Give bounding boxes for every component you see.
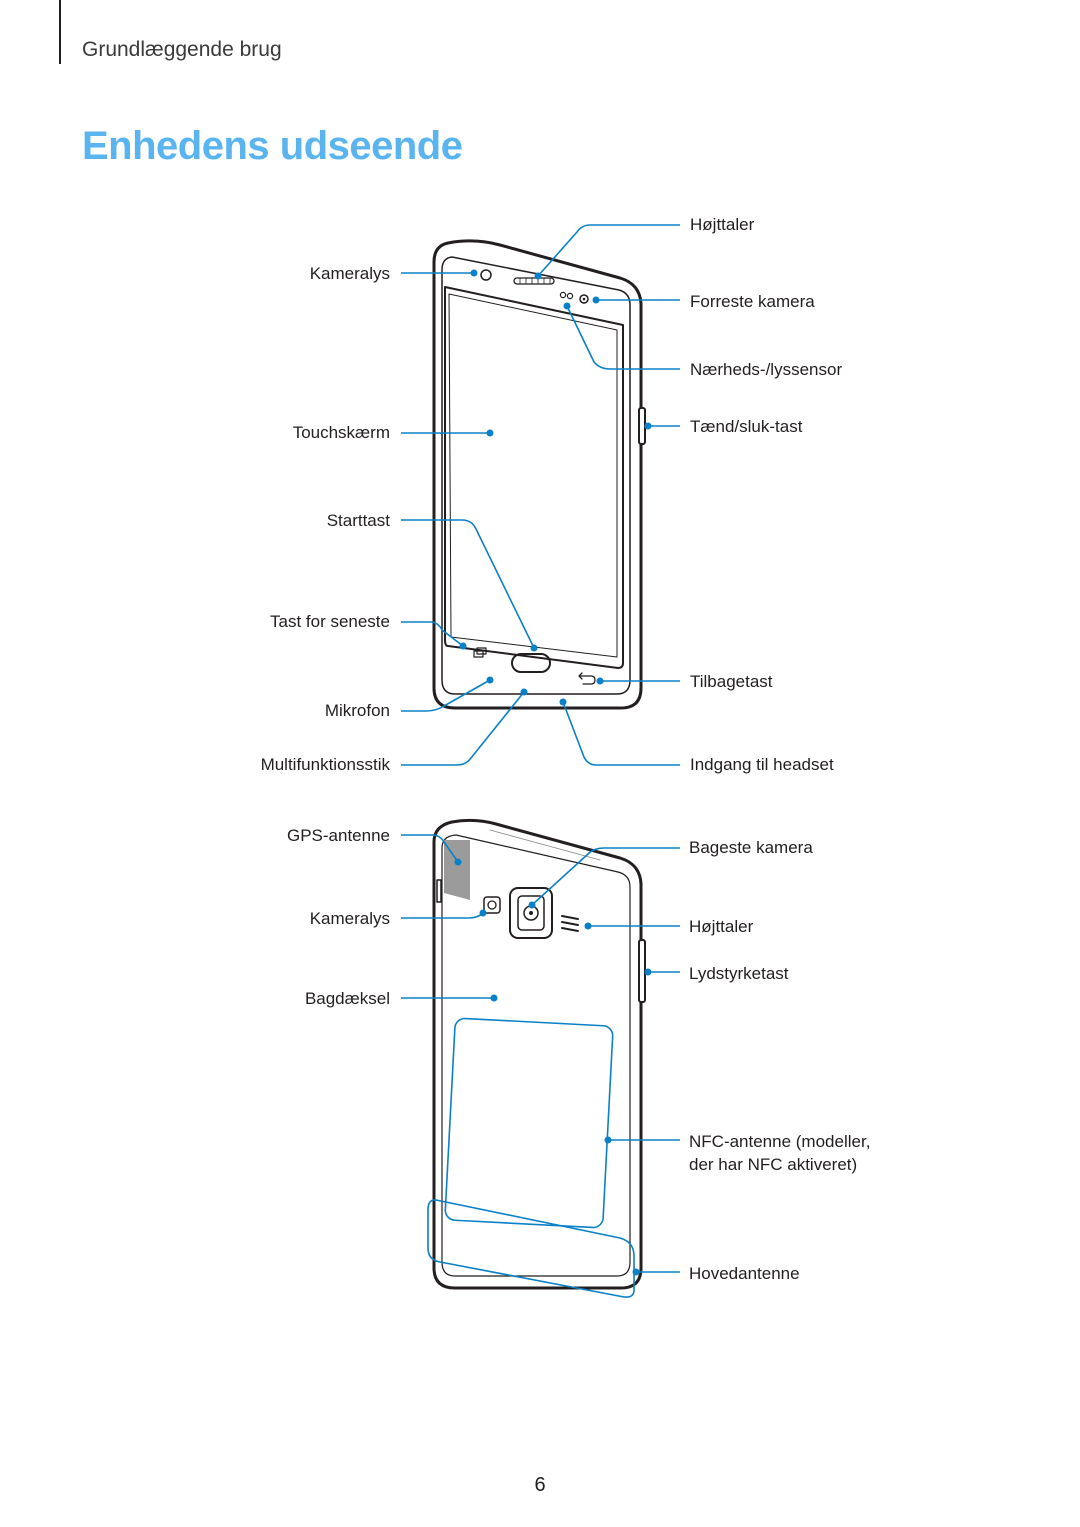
back-callout-dots	[454, 858, 652, 1276]
label-home-key: Starttast	[326, 511, 390, 530]
label-recents-key: Tast for seneste	[269, 612, 390, 631]
side-rule	[59, 0, 61, 64]
label-camera-flash-front: Kameralys	[309, 264, 390, 283]
page-number: 6	[534, 1474, 546, 1496]
label-multipurpose-jack: Multifunktionsstik	[260, 755, 390, 774]
label-rear-camera: Bageste kamera	[689, 838, 813, 857]
label-microphone: Mikrofon	[324, 701, 390, 720]
back-callouts	[401, 834, 680, 1298]
section-header: Grundlæggende brug	[82, 38, 282, 61]
label-back-key: Tilbagetast	[690, 672, 773, 691]
label-touchscreen: Touchskærm	[292, 423, 390, 442]
label-camera-flash-back: Kameralys	[309, 909, 390, 928]
page-title: Enhedens udseende	[82, 124, 463, 168]
front-callouts	[401, 224, 680, 766]
label-headset-jack: Indgang til headset	[690, 755, 834, 774]
label-nfc-antenna-line1: NFC-antenne (modeller,	[689, 1132, 871, 1151]
label-gps-antenna: GPS-antenne	[286, 826, 390, 845]
label-power-key: Tænd/sluk-tast	[690, 417, 803, 436]
front-callout-dots	[459, 269, 652, 706]
label-proximity-light-sensor: Nærheds-/lyssensor	[690, 360, 843, 379]
label-nfc-antenna-line2: der har NFC aktiveret)	[689, 1155, 858, 1174]
label-front-camera: Forreste kamera	[690, 292, 815, 311]
front-phone-illustration	[432, 239, 646, 710]
label-volume-key: Lydstyrketast	[689, 964, 789, 983]
label-speaker-front: Højttaler	[690, 215, 755, 234]
label-back-cover: Bagdæksel	[304, 989, 390, 1008]
label-main-antenna: Hovedantenne	[689, 1264, 800, 1283]
label-speaker-back: Højttaler	[689, 917, 754, 936]
gps-antenna-area	[444, 840, 470, 900]
